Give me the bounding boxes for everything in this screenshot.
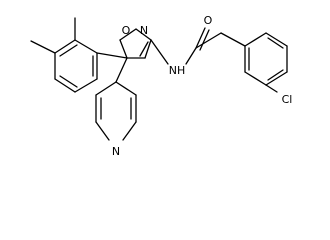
bond-line (195, 32, 222, 49)
bond-line (95, 81, 117, 96)
bond-line (220, 32, 246, 47)
bond-line (265, 71, 288, 86)
bond-line (267, 69, 284, 81)
bond-line (74, 39, 98, 54)
bond-line (135, 28, 152, 41)
bond-line (115, 57, 128, 83)
bond-line (265, 32, 288, 47)
bond-line (30, 40, 56, 54)
pyridine-nitrogen-label: N (112, 145, 120, 158)
bond-line (244, 71, 267, 86)
bond-line (199, 29, 210, 51)
bond-line (150, 39, 169, 65)
isoxazole-nitrogen-label: N (140, 24, 148, 37)
bond-line (119, 39, 128, 59)
bond-line (267, 37, 284, 49)
amide-nh-label: NH (169, 64, 186, 77)
bond-line (244, 32, 267, 47)
bond-line (185, 47, 197, 65)
bond-lines (30, 17, 288, 141)
bond-line (96, 52, 128, 59)
bond-line (59, 44, 78, 57)
chlorine-label: Cl (282, 93, 293, 106)
bond-line (95, 121, 110, 141)
bond-line (74, 78, 98, 93)
bond-line (54, 39, 76, 54)
carbonyl-oxygen-label: O (204, 14, 213, 27)
isoxazole-oxygen-label: O (122, 24, 131, 37)
bond-line (122, 121, 137, 141)
molecule-structure: O N NH O Cl N (30, 14, 293, 158)
bond-line (115, 81, 137, 96)
bond-line (119, 28, 137, 41)
bond-line (54, 78, 76, 93)
bond-line (265, 84, 278, 93)
bond-line (144, 39, 152, 59)
bond-line (195, 27, 206, 49)
bond-line (139, 41, 149, 57)
bond-line (59, 75, 78, 88)
